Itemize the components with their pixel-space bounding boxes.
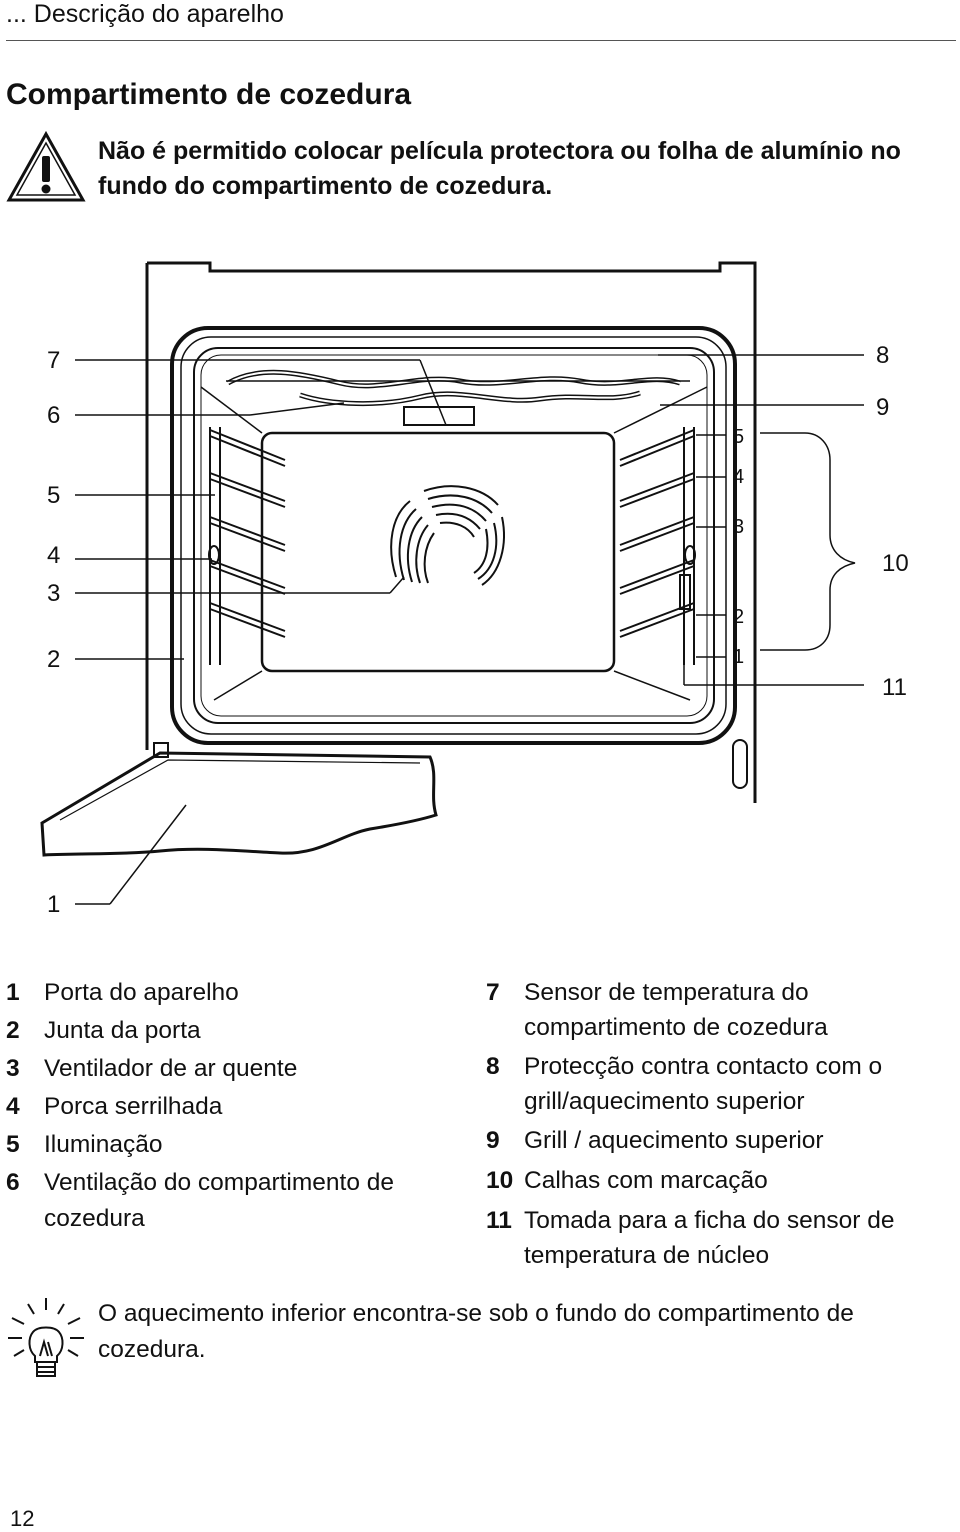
rack-level-2: 2 — [733, 606, 744, 628]
callout-8: 8 — [876, 342, 889, 369]
page-header: ... Descrição do aparelho — [6, 0, 956, 41]
tip-text: O aquecimento inferior encontra-se sob o… — [98, 1300, 854, 1363]
callout-1: 1 — [47, 891, 60, 918]
oven-cavity-diagram: 7 6 5 4 3 2 1 8 9 10 11 5 4 3 2 1 — [40, 261, 909, 918]
lightbulb-icon — [8, 1298, 84, 1377]
rack-level-3: 3 — [733, 516, 744, 538]
callout-5: 5 — [47, 482, 60, 509]
warning-text: Não é permitido colocar película protect… — [98, 137, 901, 200]
callout-7: 7 — [47, 347, 60, 374]
callout-3: 3 — [47, 580, 60, 607]
callout-9: 9 — [876, 394, 889, 421]
rack-level-5: 5 — [733, 426, 744, 448]
section-title: Compartimento de cozedura — [6, 78, 412, 111]
header-title: ... Descrição do aparelho — [6, 0, 284, 28]
callout-4: 4 — [47, 542, 60, 569]
page-number: 12 — [10, 1506, 35, 1531]
callout-2: 2 — [47, 646, 60, 673]
rack-level-4: 4 — [733, 466, 744, 488]
callout-6: 6 — [47, 402, 60, 429]
rack-level-1: 1 — [733, 646, 744, 668]
callout-11: 11 — [882, 674, 907, 701]
callout-10: 10 — [882, 550, 909, 577]
warning-triangle-icon — [6, 130, 86, 202]
